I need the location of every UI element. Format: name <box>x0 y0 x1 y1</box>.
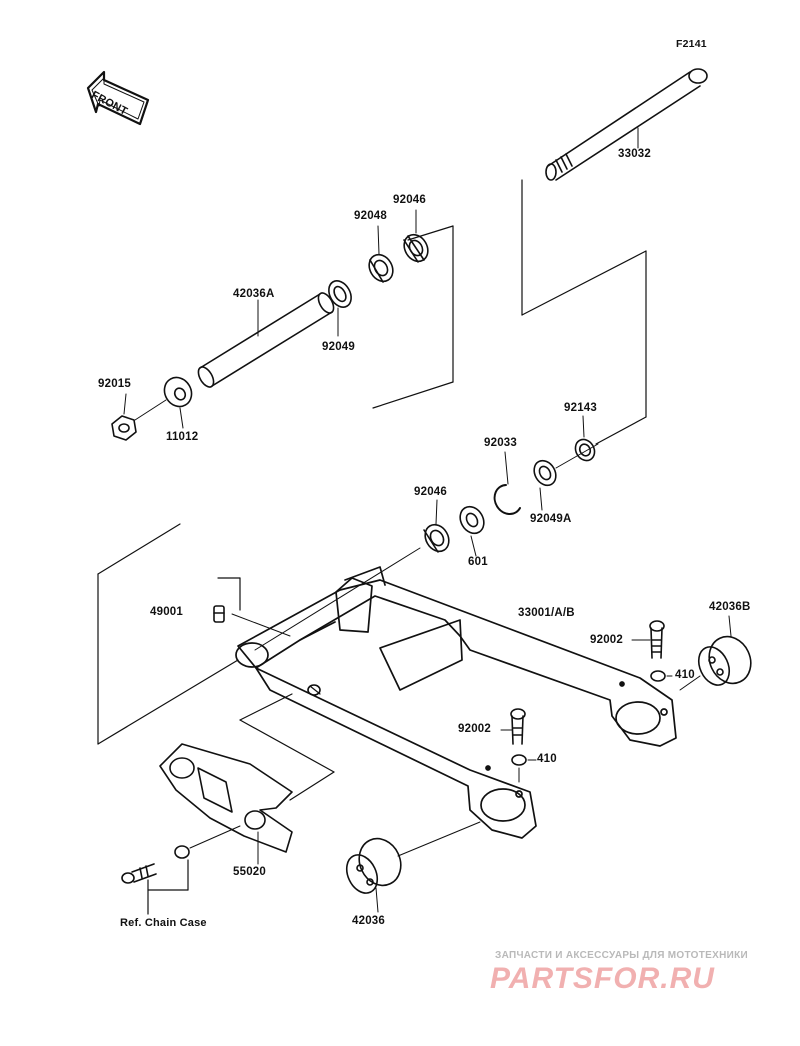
part-label-92049: 92049 <box>322 341 355 353</box>
part-label-33001: 33001/A/B <box>518 607 575 619</box>
bolt-92002-upper <box>649 620 665 659</box>
ref-bracket <box>147 859 189 915</box>
bushing-42036B <box>679 635 752 691</box>
ref-chain-case-label: Ref. Chain Case <box>120 917 207 929</box>
axle-33032 <box>545 68 708 181</box>
washer-410-upper <box>650 670 666 682</box>
assembly-guide-left <box>97 523 241 745</box>
collar-92143 <box>574 438 596 462</box>
part-label-410-lower: 410 <box>537 753 557 765</box>
grease-nipple-49001 <box>213 605 291 637</box>
front-arrow-icon <box>86 70 150 126</box>
washer-410-lower <box>511 754 527 766</box>
part-label-92015: 92015 <box>98 378 131 390</box>
swing-arm-33001 <box>235 566 677 839</box>
circlip-92033 <box>493 484 521 515</box>
part-label-92046-upper: 92046 <box>393 194 426 206</box>
nut-92015 <box>111 415 137 441</box>
part-label-92033: 92033 <box>484 437 517 449</box>
part-label-49001: 49001 <box>150 606 183 618</box>
watermark-logo: PARTSFOR.RU <box>490 962 715 995</box>
bearing-92048 <box>368 253 394 283</box>
bolt-chain-case <box>121 825 241 884</box>
bushing-42036 <box>345 821 481 894</box>
part-label-42036B: 42036B <box>709 601 751 613</box>
watermark-subtitle: ЗАПЧАСТИ И АКСЕССУАРЫ ДЛЯ МОТОТЕХНИКИ <box>495 950 748 961</box>
bearing-92046-upper <box>403 233 429 263</box>
part-label-33032: 33032 <box>618 148 651 160</box>
part-label-410-upper: 410 <box>675 669 695 681</box>
bearing-601 <box>459 505 485 535</box>
bearing-92046-lower <box>423 523 450 553</box>
part-label-55020: 55020 <box>233 866 266 878</box>
part-label-92049A: 92049A <box>530 513 572 525</box>
chain-guide-55020 <box>159 693 335 853</box>
washer-11012 <box>163 376 193 408</box>
bolt-92002-lower <box>510 708 526 745</box>
assembly-guide-upper <box>372 179 647 445</box>
part-label-92048: 92048 <box>354 210 387 222</box>
diagram-code: F2141 <box>676 38 707 50</box>
part-label-11012: 11012 <box>166 431 199 443</box>
part-label-42036: 42036 <box>352 915 385 927</box>
part-label-92002-lower: 92002 <box>458 723 491 735</box>
seal-92049 <box>328 280 352 308</box>
part-label-92143: 92143 <box>564 402 597 414</box>
part-label-601: 601 <box>468 556 488 568</box>
part-label-92002-upper: 92002 <box>590 634 623 646</box>
part-label-92046-lower: 92046 <box>414 486 447 498</box>
part-label-42036A: 42036A <box>233 288 275 300</box>
sleeve-42036A <box>197 292 335 388</box>
seal-92049A <box>533 459 557 487</box>
